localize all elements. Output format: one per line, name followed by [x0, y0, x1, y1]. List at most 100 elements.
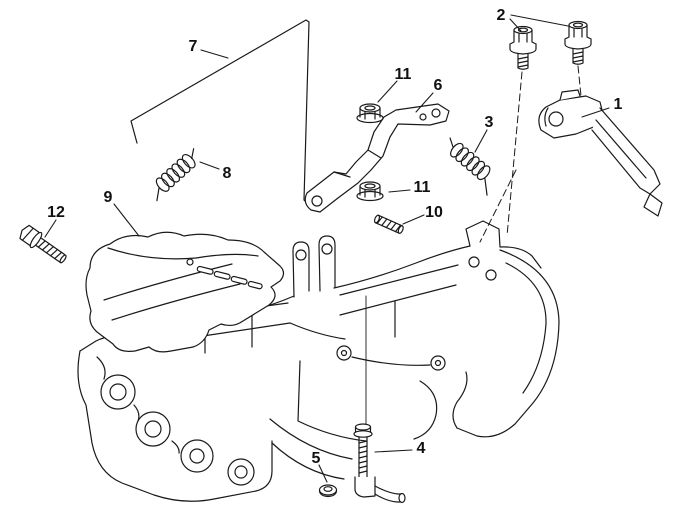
bolt-axis-line [506, 71, 523, 237]
bolt-shank-threads [572, 48, 584, 65]
part-8-spring [155, 148, 196, 202]
spring-coil [155, 177, 170, 192]
shield-slot [196, 265, 214, 275]
spring-coil [460, 151, 475, 167]
cylinder-boss [227, 458, 255, 486]
leader-2a [509, 18, 522, 32]
bracket-hole [548, 111, 564, 127]
part-1-bracket [538, 89, 663, 217]
bracket-arm-inner [595, 119, 647, 179]
manifold-boss-center [340, 349, 348, 357]
nut-flange [356, 112, 384, 124]
part-11-nut-upper [356, 103, 384, 124]
spring-coil [176, 158, 191, 174]
label-7: 7 [189, 38, 198, 55]
shield-top-ridge [107, 247, 259, 260]
washer-thickness [318, 490, 338, 498]
leader-7 [200, 49, 229, 59]
leader-8 [199, 161, 220, 170]
manifold-boss [430, 355, 446, 371]
stud-threads [376, 216, 402, 233]
bolt-axis-line [577, 65, 582, 97]
label-5: 5 [312, 450, 321, 467]
leader-9 [113, 203, 140, 237]
bracket-tab [559, 89, 581, 101]
lower-right-casting [413, 371, 468, 440]
leader-3 [474, 129, 488, 153]
elbow-tube [374, 485, 403, 503]
part-7-rod [130, 19, 313, 208]
shield-slot [247, 280, 263, 290]
left-casting-detail [79, 336, 180, 454]
shield-slot [230, 275, 248, 285]
cylinder-boss [135, 411, 171, 447]
part-4-bolt [353, 295, 406, 504]
cylinder-bore [144, 420, 162, 438]
center-clevis-bracket [292, 235, 336, 298]
shield-outline [85, 231, 285, 353]
elbow-socket [354, 476, 376, 498]
clevis-hole [295, 249, 307, 261]
tower-bolt-hole [468, 256, 480, 268]
bolt-shank-threads [517, 53, 529, 70]
manifold-boss [336, 345, 352, 361]
bellcrank-fold-lines [333, 149, 382, 178]
bracket-clevis-inner [544, 107, 549, 127]
alignment-lines [479, 65, 582, 243]
spring-coil [166, 168, 181, 183]
cylinder-boss [100, 374, 136, 410]
cylinder-bore [109, 383, 127, 401]
label-10: 10 [425, 204, 443, 221]
mid-body-curves [269, 322, 431, 480]
bolt-threads [37, 240, 63, 260]
shield-ribs [103, 263, 241, 321]
manifold-boss-center [434, 359, 442, 367]
bolt-head-top-inner [572, 22, 584, 28]
part-2-bolt-right [564, 20, 592, 65]
part-5-washer [318, 484, 338, 498]
label-11-upper: 11 [395, 66, 412, 83]
nut-body [359, 107, 381, 120]
label-8: 8 [223, 165, 232, 182]
bolt-threads [358, 440, 368, 474]
bellcrank-hole [431, 108, 441, 118]
lower-left-outline [77, 350, 273, 502]
part-9-heat-shield [85, 231, 285, 353]
right-mount-tower [465, 220, 542, 269]
label-12: 12 [47, 204, 65, 221]
leader-6 [415, 92, 434, 113]
spring-hook [449, 137, 454, 148]
nut-bore [364, 105, 376, 111]
spring-coil [161, 172, 175, 188]
bracket-axis-line [479, 169, 517, 243]
label-4: 4 [417, 440, 426, 457]
nut-flange [356, 190, 384, 202]
part-10-stud [373, 214, 404, 234]
nut-body [359, 185, 381, 198]
spring-coil [450, 142, 464, 158]
leader-11-lower [388, 189, 411, 193]
bolt-washer [509, 43, 537, 55]
bellcrank-hole [419, 113, 427, 121]
label-11-lower: 11 [414, 179, 431, 196]
shield-hole [186, 258, 194, 266]
bolt-washer [29, 231, 43, 249]
part-labels: 7 2 11 6 1 3 8 11 10 9 12 4 5 [47, 7, 622, 467]
spring-hook [191, 148, 195, 160]
spring-coil [455, 147, 469, 163]
tower-bolt-hole [485, 269, 497, 281]
bolt-tip [59, 254, 67, 264]
spring-coil [471, 160, 486, 176]
part-11-nut-lower [356, 181, 384, 202]
leader-10 [402, 214, 425, 225]
leader-4 [374, 449, 413, 453]
part-12-bolt [19, 224, 67, 264]
label-9: 9 [104, 189, 113, 206]
cylinder-boss [180, 439, 214, 473]
leader-2b [510, 14, 569, 27]
part-3-spring [449, 137, 491, 196]
cylinder-bore [234, 465, 248, 479]
bolt-washer [564, 38, 592, 50]
